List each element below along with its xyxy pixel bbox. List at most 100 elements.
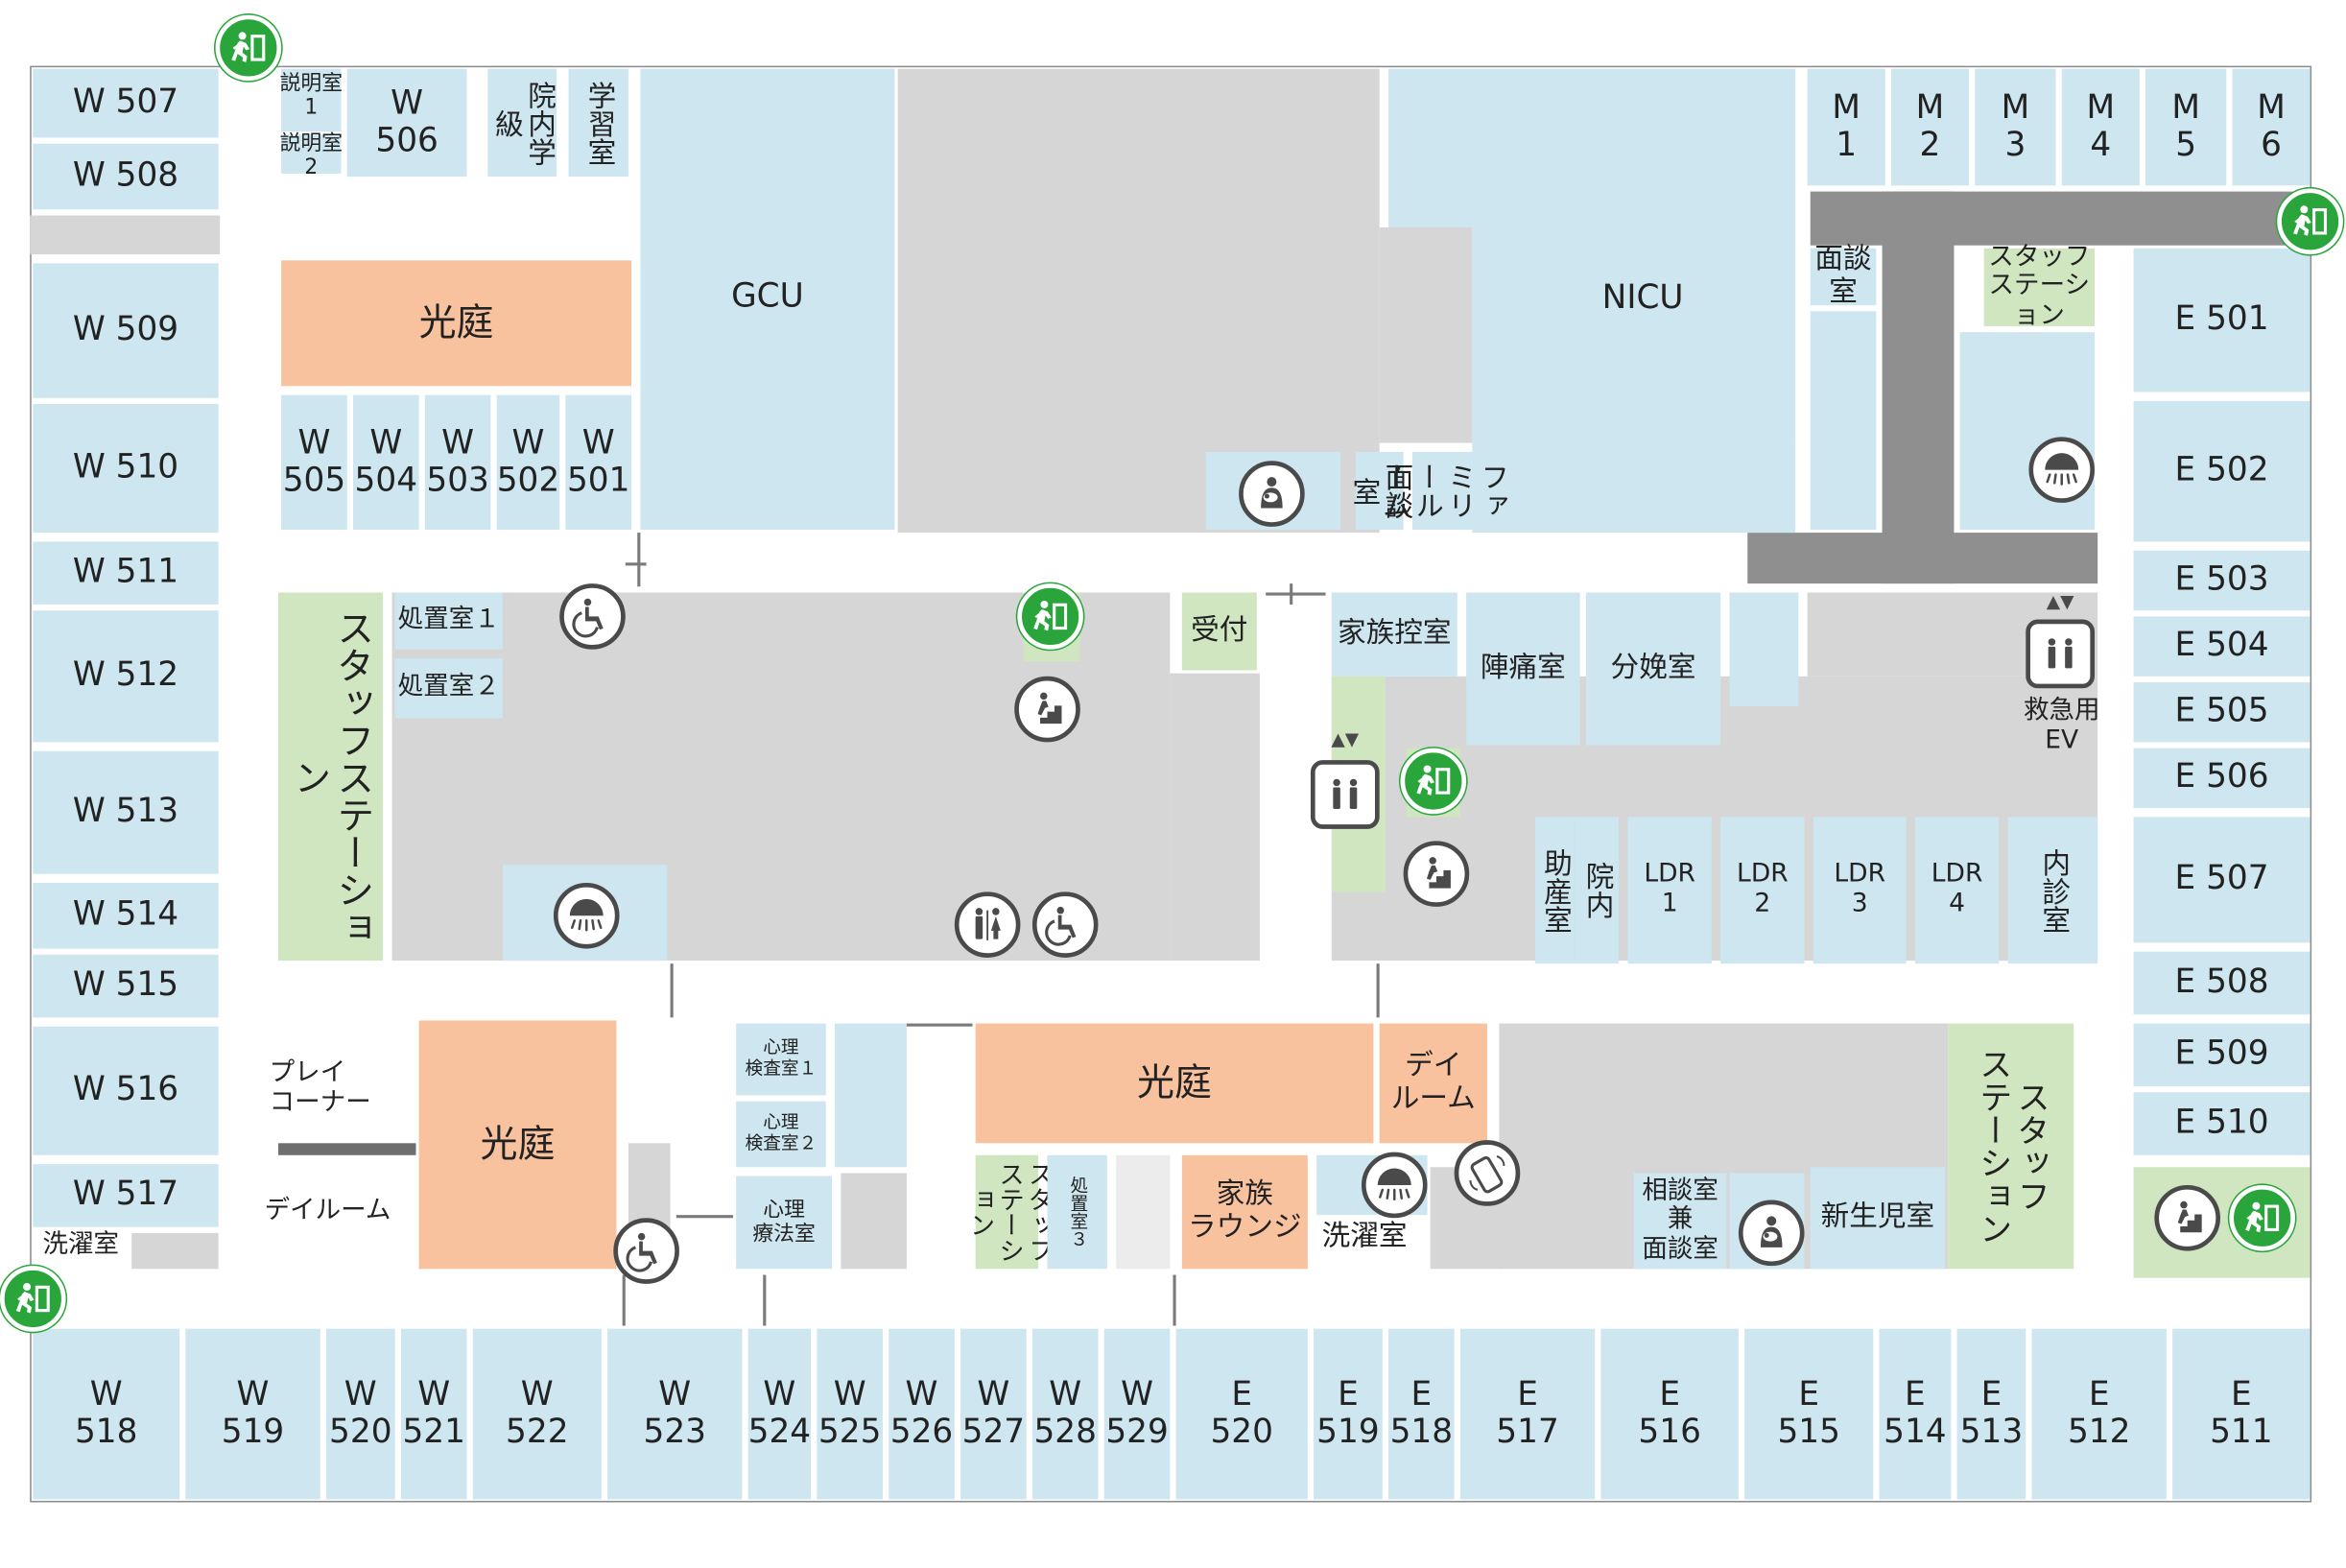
staff-station-se[interactable]: スタッフ ステーション [1948,1023,2074,1270]
room-e503[interactable]: E 503 [2133,550,2310,611]
room-w523[interactable]: W 523 [607,1328,743,1500]
staff-station-west[interactable]: スタッフステーション [278,592,384,962]
room-w529[interactable]: W 529 [1103,1328,1171,1500]
door-tick [622,1274,626,1326]
room-e504[interactable]: E 504 [2133,616,2310,677]
room-w502[interactable]: W 502 [496,394,560,530]
courtyard-sw: 光庭 [418,1020,617,1270]
label-sentaku-s: 洗濯室 [1321,1219,1408,1253]
room-innai[interactable]: 院内 [1574,817,1620,964]
room-m4[interactable]: M 4 [2061,68,2140,186]
room-m1[interactable]: M 1 [1807,68,1885,186]
room-w524[interactable]: W 524 [747,1328,812,1500]
room-shochi1[interactable]: 処置室１ [394,592,503,650]
room-shinri-ryoho[interactable]: 心理 療法室 [736,1176,832,1270]
room-dayroom-s[interactable]: デイ ルーム [1379,1023,1487,1144]
nicu-area-b [1472,227,1796,443]
stairs-icon [1014,676,1080,743]
elevator-icon [1310,760,1380,829]
room-naishin[interactable]: 内診室 [2007,817,2098,964]
emergency-exit-icon [2229,1184,2295,1251]
room-e519[interactable]: E 519 [1314,1328,1383,1500]
room-shinseiji[interactable]: 新生児室 [1810,1167,1946,1270]
room-m2[interactable]: M 2 [1890,68,1970,186]
room-e507[interactable]: E 507 [2133,817,2310,943]
room-e518[interactable]: E 518 [1388,1328,1455,1500]
wheelchair-icon [559,583,626,650]
storage-light [1116,1154,1171,1270]
room-w522[interactable]: W 522 [472,1328,602,1500]
room-e517[interactable]: E 517 [1459,1328,1596,1500]
staff-station-south[interactable]: スタッフステーション [964,1154,1053,1270]
room-w521[interactable]: W 521 [400,1328,467,1500]
room-bunben[interactable]: 分娩室 [1585,592,1721,746]
room-w504[interactable]: W 504 [352,394,419,530]
room-w516[interactable]: W 516 [33,1026,219,1155]
room-w511[interactable]: W 511 [33,541,219,605]
nursing-room-icon [1738,1200,1805,1267]
room-family[interactable]: ファミリールーム [1378,451,1509,530]
room-w515[interactable]: W 515 [33,954,219,1018]
room-w526[interactable]: W 526 [889,1328,955,1500]
room-w501[interactable]: W 501 [565,394,632,530]
room-w525[interactable]: W 525 [817,1328,883,1500]
room-w505[interactable]: W 505 [281,394,347,530]
room-uketsuke[interactable]: 受付 [1181,592,1257,671]
room-ldr2[interactable]: LDR 2 [1720,817,1805,964]
room-gcu[interactable]: GCU [640,68,895,530]
room-ldr4[interactable]: LDR 4 [1914,817,2000,964]
room-m3[interactable]: M 3 [1975,68,2056,186]
room-e502[interactable]: E 502 [2133,400,2310,542]
room-ldr1[interactable]: LDR 1 [1627,817,1712,964]
room-shochi2[interactable]: 処置室２ [394,658,503,719]
room-e515[interactable]: E 515 [1744,1328,1874,1500]
room-m5[interactable]: M 5 [2145,68,2227,186]
room-e509[interactable]: E 509 [2133,1023,2310,1087]
room-innai-gakkyu[interactable]: 院内学級 [487,68,557,177]
room-e512[interactable]: E 512 [2031,1328,2167,1500]
room-mendan-ne[interactable]: 面談室 [1810,243,1877,308]
room-jintsu[interactable]: 陣痛室 [1466,592,1580,746]
room-shochi3[interactable]: 処置室３ [1047,1154,1107,1270]
room-w520[interactable]: W 520 [325,1328,395,1500]
room-e506[interactable]: E 506 [2133,748,2310,809]
room-setsumei1[interactable] [281,68,342,132]
room-w514[interactable]: W 514 [33,882,219,949]
room-m6[interactable]: M 6 [2232,68,2310,186]
room-e514[interactable]: E 514 [1879,1328,1952,1500]
room-e520[interactable]: E 520 [1175,1328,1308,1500]
room-w503[interactable]: W 503 [424,394,491,530]
room-e516[interactable]: E 516 [1600,1328,1739,1500]
room-e510[interactable]: E 510 [2133,1092,2310,1155]
staff-station-ne[interactable]: スタッフ ステーション [1983,242,2096,330]
room-kazoku-hikae[interactable]: 家族控室 [1331,592,1457,677]
room-w528[interactable]: W 528 [1031,1328,1099,1500]
elevator-arrows-icon: ▲▼ [2046,590,2074,612]
room-w506[interactable]: W 506 [346,68,467,177]
room-shinri1[interactable]: 心理 検査室１ [736,1023,826,1096]
room-e505[interactable]: E 505 [2133,682,2310,743]
room-w518[interactable]: W 518 [33,1328,180,1500]
room-w519[interactable]: W 519 [185,1328,320,1500]
room-gakushu[interactable]: 学習室 [568,68,628,177]
room-w510[interactable]: W 510 [33,404,219,534]
door-tick [1376,963,1380,1018]
room-w513[interactable]: W 513 [33,750,219,874]
room-e508[interactable]: E 508 [2133,951,2310,1015]
room-w517[interactable]: W 517 [33,1164,219,1227]
room-josan[interactable]: 助産室 [1534,817,1575,964]
room-ldr3[interactable]: LDR 3 [1813,817,1907,964]
room-w527[interactable]: W 527 [960,1328,1027,1500]
room-e511[interactable]: E 511 [2172,1328,2310,1500]
room-e501[interactable]: E 501 [2133,248,2310,392]
room-w508[interactable]: W 508 [33,143,219,210]
stairs-icon [2154,1184,2221,1251]
room-setsumei2[interactable] [281,134,342,174]
room-shinri2[interactable]: 心理 検査室２ [736,1101,826,1168]
room-e513[interactable]: E 513 [1956,1328,2026,1500]
room-w507[interactable]: W 507 [33,68,219,138]
room-kazoku-lounge[interactable]: 家族 ラウンジ [1181,1154,1308,1270]
room-w512[interactable]: W 512 [33,610,219,743]
room-sodan[interactable]: 相談室 兼 面談室 [1633,1173,1727,1270]
room-w509[interactable]: W 509 [33,263,219,398]
